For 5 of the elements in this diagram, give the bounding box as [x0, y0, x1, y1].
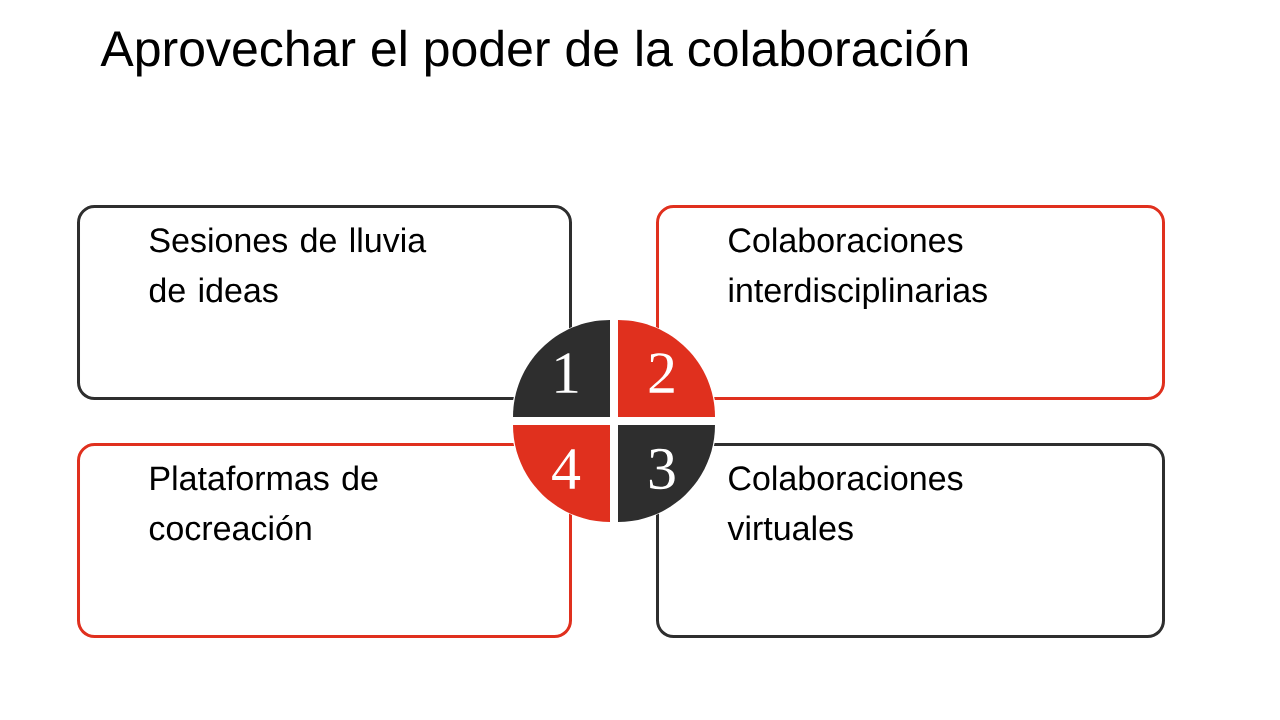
quadrant: 1 [513, 320, 610, 417]
title: Aprovechar el poder de la colaboración [100, 29, 967, 77]
quadrant: 4 [513, 425, 610, 522]
quadrant: 3 [618, 425, 715, 522]
quadrant: 2 [618, 320, 715, 417]
